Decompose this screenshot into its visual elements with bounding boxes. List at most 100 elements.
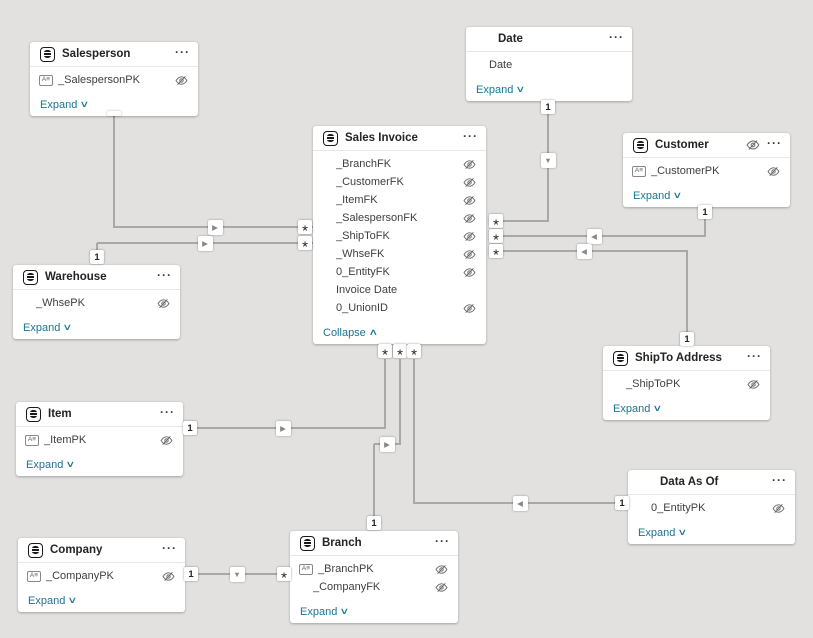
cardinality-one-label[interactable]: 1 [615, 496, 629, 510]
table-icon [28, 542, 43, 558]
field-row[interactable]: Date [466, 56, 632, 74]
field-name: _ShipToFK [336, 230, 390, 242]
more-options-button[interactable]: ··· [463, 129, 478, 143]
cardinality-many-label[interactable]: * [489, 229, 503, 248]
field-row[interactable]: _BranchFK [313, 155, 486, 173]
field-row[interactable]: A≡_SalespersonPK [30, 71, 198, 89]
cardinality-many-label[interactable]: * [393, 344, 407, 363]
table-card-header: ShipTo Address··· [603, 346, 770, 371]
relationship-line[interactable] [113, 114, 115, 228]
cardinality-many-label[interactable]: * [298, 236, 312, 255]
field-row[interactable]: _ItemFK [313, 191, 486, 209]
filter-direction-arrow[interactable]: ▶ [207, 219, 223, 235]
expand-toggle[interactable]: Expand∨ [638, 527, 688, 539]
filter-direction-arrow[interactable]: ◀ [586, 228, 602, 244]
cardinality-many-label[interactable]: * [277, 567, 291, 586]
filter-direction-arrow[interactable]: ▶ [197, 235, 213, 251]
table-field-list: _ShipToPK [603, 371, 770, 397]
relationship-line[interactable] [704, 219, 706, 236]
cardinality-one-label[interactable]: 1 [698, 205, 712, 219]
cardinality-many-label[interactable]: * [407, 344, 421, 363]
more-options-button[interactable]: ··· [609, 30, 624, 44]
relationship-line[interactable] [413, 359, 415, 504]
cardinality-one-label[interactable]: 1 [541, 100, 555, 114]
relationship-line[interactable] [686, 251, 688, 332]
cardinality-many-label[interactable]: * [378, 344, 392, 363]
relationship-line[interactable] [503, 250, 688, 252]
filter-direction-arrow[interactable]: ◀ [512, 495, 528, 511]
field-row[interactable]: 0_EntityPK [628, 499, 795, 517]
cardinality-one-label[interactable]: 1 [367, 516, 381, 530]
field-row[interactable]: A≡_ItemPK [16, 431, 183, 449]
expand-toggle[interactable]: Expand∨ [613, 403, 663, 415]
field-row[interactable]: 0_UnionID [313, 299, 486, 317]
expand-toggle[interactable]: Expand∨ [300, 606, 350, 618]
field-row[interactable]: _CompanyFK [290, 578, 458, 596]
more-options-button[interactable]: ··· [747, 349, 762, 363]
more-options-button[interactable]: ··· [157, 268, 172, 282]
table-icon [613, 350, 628, 366]
relationship-line[interactable] [384, 359, 386, 428]
cardinality-text: 1 [187, 422, 193, 434]
field-row[interactable]: A≡_BranchPK [290, 560, 458, 578]
relationship-line[interactable] [503, 220, 549, 222]
field-row[interactable]: Invoice Date [313, 281, 486, 299]
field-row[interactable]: _CustomerFK [313, 173, 486, 191]
expand-toggle[interactable]: Expand∨ [23, 322, 73, 334]
field-row[interactable]: _WhsePK [13, 294, 180, 312]
field-row[interactable]: _SalespersonFK [313, 209, 486, 227]
expand-toggle[interactable]: Expand∨ [633, 190, 683, 202]
text-field-type-icon: A≡ [299, 563, 313, 575]
expand-toggle[interactable]: Expand∨ [40, 99, 90, 111]
more-options-button[interactable]: ··· [162, 541, 177, 555]
cardinality-label-notch[interactable] [107, 110, 121, 116]
filter-direction-arrow[interactable]: ▶ [275, 420, 291, 436]
filter-direction-arrow[interactable]: ◀ [576, 243, 592, 259]
table-icon-spacer [476, 32, 491, 47]
more-options-button[interactable]: ··· [435, 534, 450, 548]
expand-toggle[interactable]: Expand∨ [26, 459, 76, 471]
relationship-line[interactable] [197, 427, 386, 429]
table-field-list: A≡_ItemPK [16, 427, 183, 453]
filter-direction-arrow[interactable]: ▼ [540, 152, 556, 168]
field-row[interactable]: _ShipToFK [313, 227, 486, 245]
field-row[interactable]: A≡_CompanyPK [18, 567, 185, 585]
cardinality-one-label[interactable]: 1 [183, 421, 197, 435]
field-row[interactable]: 0_EntityFK [313, 263, 486, 281]
cardinality-many-label[interactable]: * [489, 244, 503, 263]
field-name: _WhseFK [336, 248, 385, 260]
field-row[interactable]: A≡_CustomerPK [623, 162, 790, 180]
relationship-line[interactable] [399, 359, 401, 444]
relationship-line[interactable] [96, 243, 98, 251]
more-options-button[interactable]: ··· [175, 45, 190, 59]
expand-toggle[interactable]: Expand∨ [28, 595, 78, 607]
cardinality-one-label[interactable]: 1 [680, 332, 694, 346]
table-card-shipto-address[interactable]: ShipTo Address··· _ShipToPK Expand∨ [603, 346, 770, 420]
more-options-button[interactable]: ··· [772, 473, 787, 487]
relationship-line[interactable] [547, 114, 549, 221]
collapse-toggle[interactable]: Collapse∧ [323, 327, 378, 339]
filter-direction-arrow[interactable]: ▶ [379, 436, 395, 452]
field-row[interactable]: _WhseFK [313, 245, 486, 263]
more-options-button[interactable]: ··· [160, 405, 175, 419]
cardinality-many-label[interactable]: * [489, 214, 503, 233]
more-options-button[interactable]: ··· [767, 136, 782, 150]
filter-direction-arrow[interactable]: ▼ [229, 566, 245, 582]
table-card-sales-invoice[interactable]: Sales Invoice···_BranchFK_CustomerFK_Ite… [313, 126, 486, 344]
relationship-line[interactable] [503, 235, 706, 237]
cardinality-one-label[interactable]: 1 [184, 567, 198, 581]
expand-toggle[interactable]: Expand∨ [476, 84, 526, 96]
cardinality-many-label[interactable]: * [298, 220, 312, 239]
cardinality-one-label[interactable]: 1 [90, 250, 104, 264]
field-row[interactable]: _ShipToPK [603, 375, 770, 393]
relationship-line[interactable] [373, 444, 375, 517]
